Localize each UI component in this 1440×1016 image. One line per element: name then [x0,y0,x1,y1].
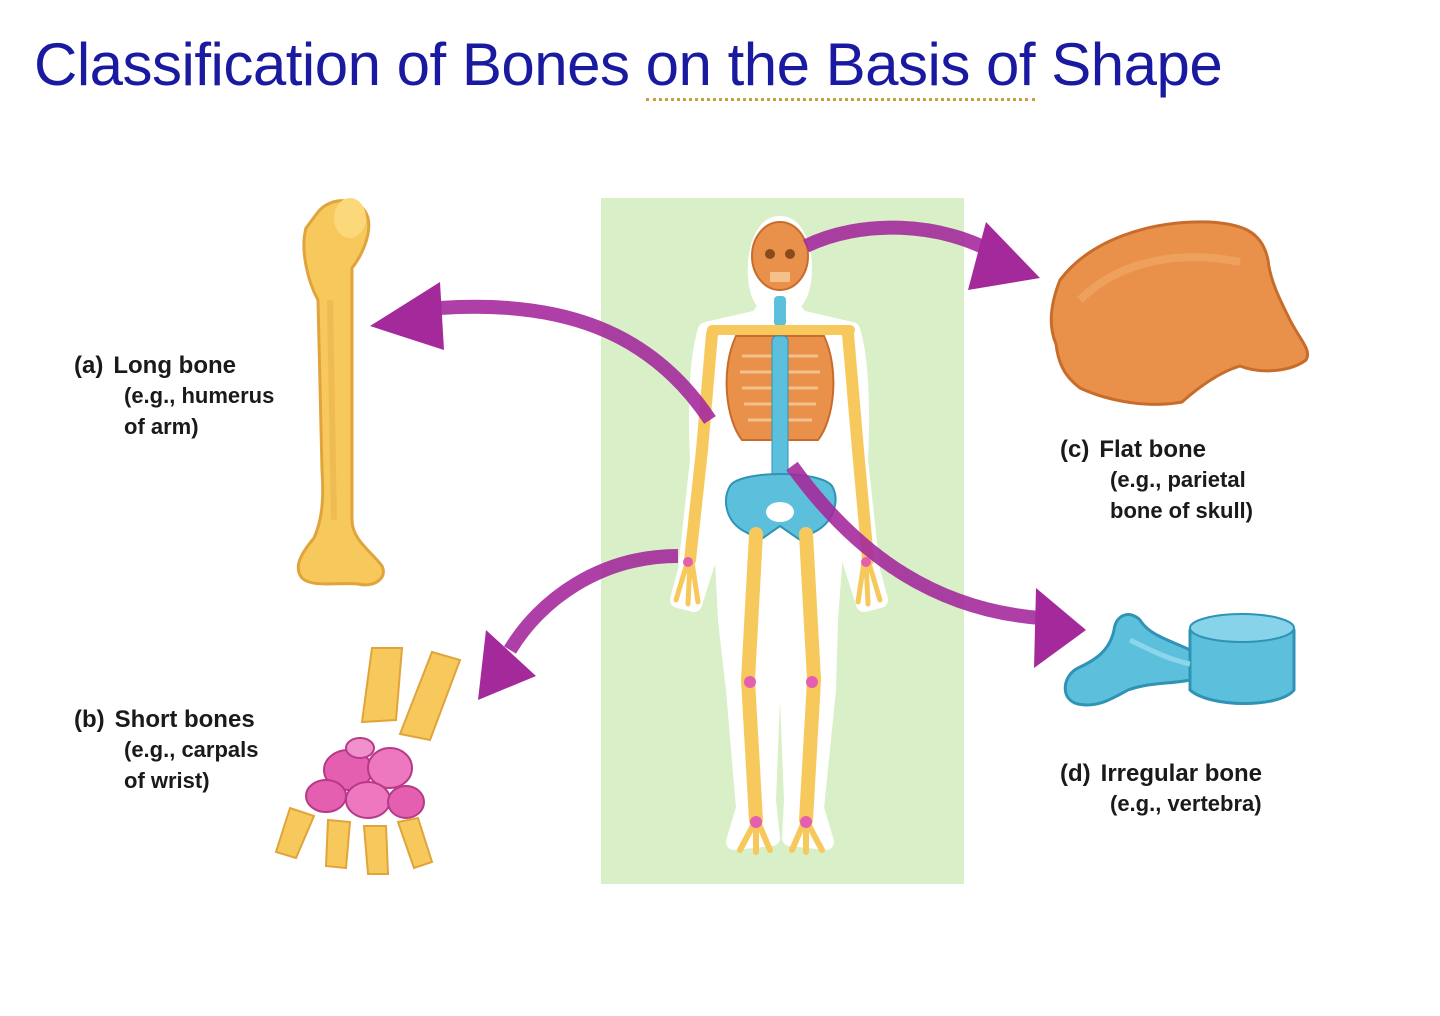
label-flat-bone-name: Flat bone [1099,436,1207,463]
label-short-bones-example-1: (e.g., carpals [124,737,259,762]
label-short-bones-example-2: of wrist) [124,768,210,793]
label-irregular-bone-name: Irregular bone [1100,760,1263,787]
label-long-bone-tag: (a) [74,352,104,379]
flat-bone-illustration [1049,220,1309,406]
label-flat-bone-example-2: bone of skull) [1110,498,1253,523]
label-flat-bone-example-1: (e.g., parietal [1110,467,1246,492]
title-part-3: Shape [1035,31,1223,98]
page-title: Classification of Bones on the Basis of … [34,30,1223,101]
short-bones-illustration [274,647,462,875]
label-short-bones-tag: (b) [74,706,105,733]
irregular-bone-illustration [1063,613,1296,707]
label-flat-bone: (c) Flat bone (e.g., parietal bone of sku… [1060,436,1253,526]
arrow-to-flat-bone [802,220,1040,290]
title-part-1: Classification of Bones [34,31,646,98]
label-long-bone-name: Long bone [113,352,236,379]
label-flat-bone-tag: (c) [1060,436,1090,463]
label-long-bone-example-1: (e.g., humerus [124,383,275,408]
label-long-bone: (a) Long bone (e.g., humerus of arm) [74,352,274,442]
arrow-to-short-bones [478,549,679,700]
long-bone-illustration [296,198,385,587]
label-irregular-bone-example-1: (e.g., vertebra) [1110,791,1262,816]
label-irregular-bone: (d) Irregular bone (e.g., vertebra) [1060,760,1262,819]
label-short-bones: (b) Short bones (e.g., carpals of wrist) [74,706,259,796]
arrow-to-irregular-bone [786,461,1086,668]
arrow-to-long-bone [370,282,716,424]
label-irregular-bone-tag: (d) [1060,760,1091,787]
label-long-bone-example-2: of arm) [124,414,199,439]
title-part-2: on the Basis of [645,31,1036,101]
label-short-bones-name: Short bones [114,706,255,733]
